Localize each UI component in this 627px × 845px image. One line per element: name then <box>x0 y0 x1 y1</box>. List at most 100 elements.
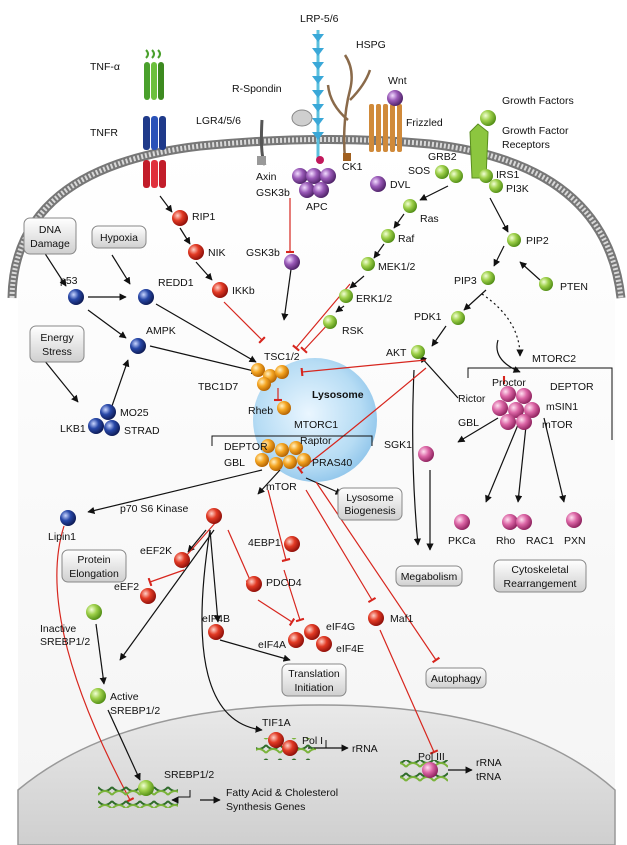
mtorc2-node-4 <box>508 402 524 418</box>
svg-text:rRNA: rRNA <box>352 743 378 755</box>
svg-text:eEF2K: eEF2K <box>140 545 172 557</box>
svg-text:PDK1: PDK1 <box>414 311 442 323</box>
svg-text:Rho: Rho <box>496 535 515 547</box>
svg-text:Rictor: Rictor <box>458 393 486 405</box>
svg-text:DEPTOR: DEPTOR <box>224 441 268 453</box>
eif4b-node <box>208 624 224 640</box>
svg-text:NIK: NIK <box>208 247 226 259</box>
sgk1-node <box>418 446 434 462</box>
svg-text:TBC1D7: TBC1D7 <box>198 381 238 393</box>
svg-text:Maf1: Maf1 <box>390 613 414 625</box>
lipin1-node <box>60 510 76 526</box>
svg-text:LKB1: LKB1 <box>60 423 86 435</box>
svg-text:HSPG: HSPG <box>356 39 386 51</box>
pip2-node <box>507 233 521 247</box>
svg-text:Cytoskeletal: Cytoskeletal <box>511 564 568 576</box>
svg-text:Inactive: Inactive <box>40 623 76 635</box>
pol1-node <box>282 740 298 756</box>
svg-text:Wnt: Wnt <box>388 75 407 87</box>
svg-text:MTORC2: MTORC2 <box>532 353 576 365</box>
svg-text:PTEN: PTEN <box>560 281 588 293</box>
svg-text:GBL: GBL <box>458 417 479 429</box>
svg-text:Receptors: Receptors <box>502 139 550 151</box>
svg-text:Fatty Acid & Cholesterol: Fatty Acid & Cholesterol <box>226 787 338 799</box>
svg-text:TNFR: TNFR <box>90 127 118 139</box>
svg-text:Frizzled: Frizzled <box>406 117 443 129</box>
mtorc1-node-5 <box>269 457 283 471</box>
svg-text:IRS1: IRS1 <box>496 169 520 181</box>
axin-node <box>292 168 308 184</box>
svg-text:PXN: PXN <box>564 535 586 547</box>
pdcd4-node <box>246 576 262 592</box>
mtorc1-node-6 <box>283 455 297 469</box>
4ebp1-node <box>284 536 300 552</box>
lysosome-biogenesis-box <box>337 487 403 521</box>
svg-text:STRAD: STRAD <box>124 425 160 437</box>
lgr-receptor-icon <box>257 119 267 166</box>
svg-text:Hypoxia: Hypoxia <box>100 232 138 244</box>
mtorc1-node-3 <box>289 441 303 455</box>
svg-text:Energy: Energy <box>40 332 74 344</box>
svg-text:GRB2: GRB2 <box>428 151 457 163</box>
svg-text:RSK: RSK <box>342 325 364 337</box>
svg-text:Rheb: Rheb <box>248 405 273 417</box>
nucleus <box>17 704 616 845</box>
svg-text:Pol III: Pol III <box>418 751 445 763</box>
eef2-node <box>140 588 156 604</box>
svg-text:PKCa: PKCa <box>448 535 476 547</box>
activation-arrows <box>43 185 567 804</box>
tnfr-icon <box>143 116 166 188</box>
lkb1-node <box>88 418 104 434</box>
svg-text:Lysosome: Lysosome <box>312 389 364 401</box>
svg-text:ERK1/2: ERK1/2 <box>356 293 392 305</box>
protein-elongation-box <box>61 549 127 583</box>
svg-text:PRAS40: PRAS40 <box>312 457 352 469</box>
svg-text:R-Spondin: R-Spondin <box>232 83 282 95</box>
svg-text:TNF-α: TNF-α <box>90 61 120 73</box>
svg-text:MO25: MO25 <box>120 407 149 419</box>
svg-text:Megabolism: Megabolism <box>401 571 458 583</box>
process-boxes: DNA Damage Hypoxia Energy Stress Lysosom… <box>23 217 587 697</box>
active-srebp-node <box>90 688 106 704</box>
dna-strand-srebp <box>98 786 178 808</box>
svg-text:rRNA: rRNA <box>476 757 502 769</box>
svg-text:mTOR: mTOR <box>266 481 297 493</box>
svg-text:SGK1: SGK1 <box>384 439 412 451</box>
gsk3b-node <box>284 254 300 270</box>
ras-node <box>403 199 417 213</box>
mtorc2-bracket <box>467 367 613 440</box>
svg-text:Damage: Damage <box>30 238 70 250</box>
svg-text:RAC1: RAC1 <box>526 535 554 547</box>
pxn-node <box>566 512 582 528</box>
growth-factor-node <box>480 110 496 126</box>
svg-text:LRP-5/6: LRP-5/6 <box>300 13 339 25</box>
svg-text:p53: p53 <box>60 275 78 287</box>
redd1-node <box>138 289 154 305</box>
svg-text:Ras: Ras <box>420 213 439 225</box>
rip1-node <box>172 210 188 226</box>
gf-receptor-icon <box>469 123 489 179</box>
mtorc1-node-7 <box>297 453 311 467</box>
raf-node <box>381 229 395 243</box>
inhibition-arrows <box>56 198 441 803</box>
svg-text:Growth Factors: Growth Factors <box>502 95 574 107</box>
p70-node <box>206 508 222 524</box>
mtorc2-node-1 <box>500 386 516 402</box>
mtorc2-node-7 <box>516 414 532 430</box>
pip3-node <box>481 271 495 285</box>
svg-text:GSK3b: GSK3b <box>246 247 280 259</box>
lrp-receptor-icon <box>312 30 324 160</box>
svg-text:AKT: AKT <box>386 347 407 359</box>
svg-text:Initiation: Initiation <box>294 682 333 694</box>
metabolism-box <box>395 565 463 587</box>
svg-text:TSC1/2: TSC1/2 <box>264 351 300 363</box>
svg-text:AMPK: AMPK <box>146 325 176 337</box>
pten-node <box>539 277 553 291</box>
svg-text:MEK1/2: MEK1/2 <box>378 261 416 273</box>
akt-node <box>411 345 425 359</box>
eef2k-node <box>174 552 190 568</box>
tsc-node-3 <box>275 365 289 379</box>
pi3k-node <box>489 179 503 193</box>
nik-node <box>188 244 204 260</box>
